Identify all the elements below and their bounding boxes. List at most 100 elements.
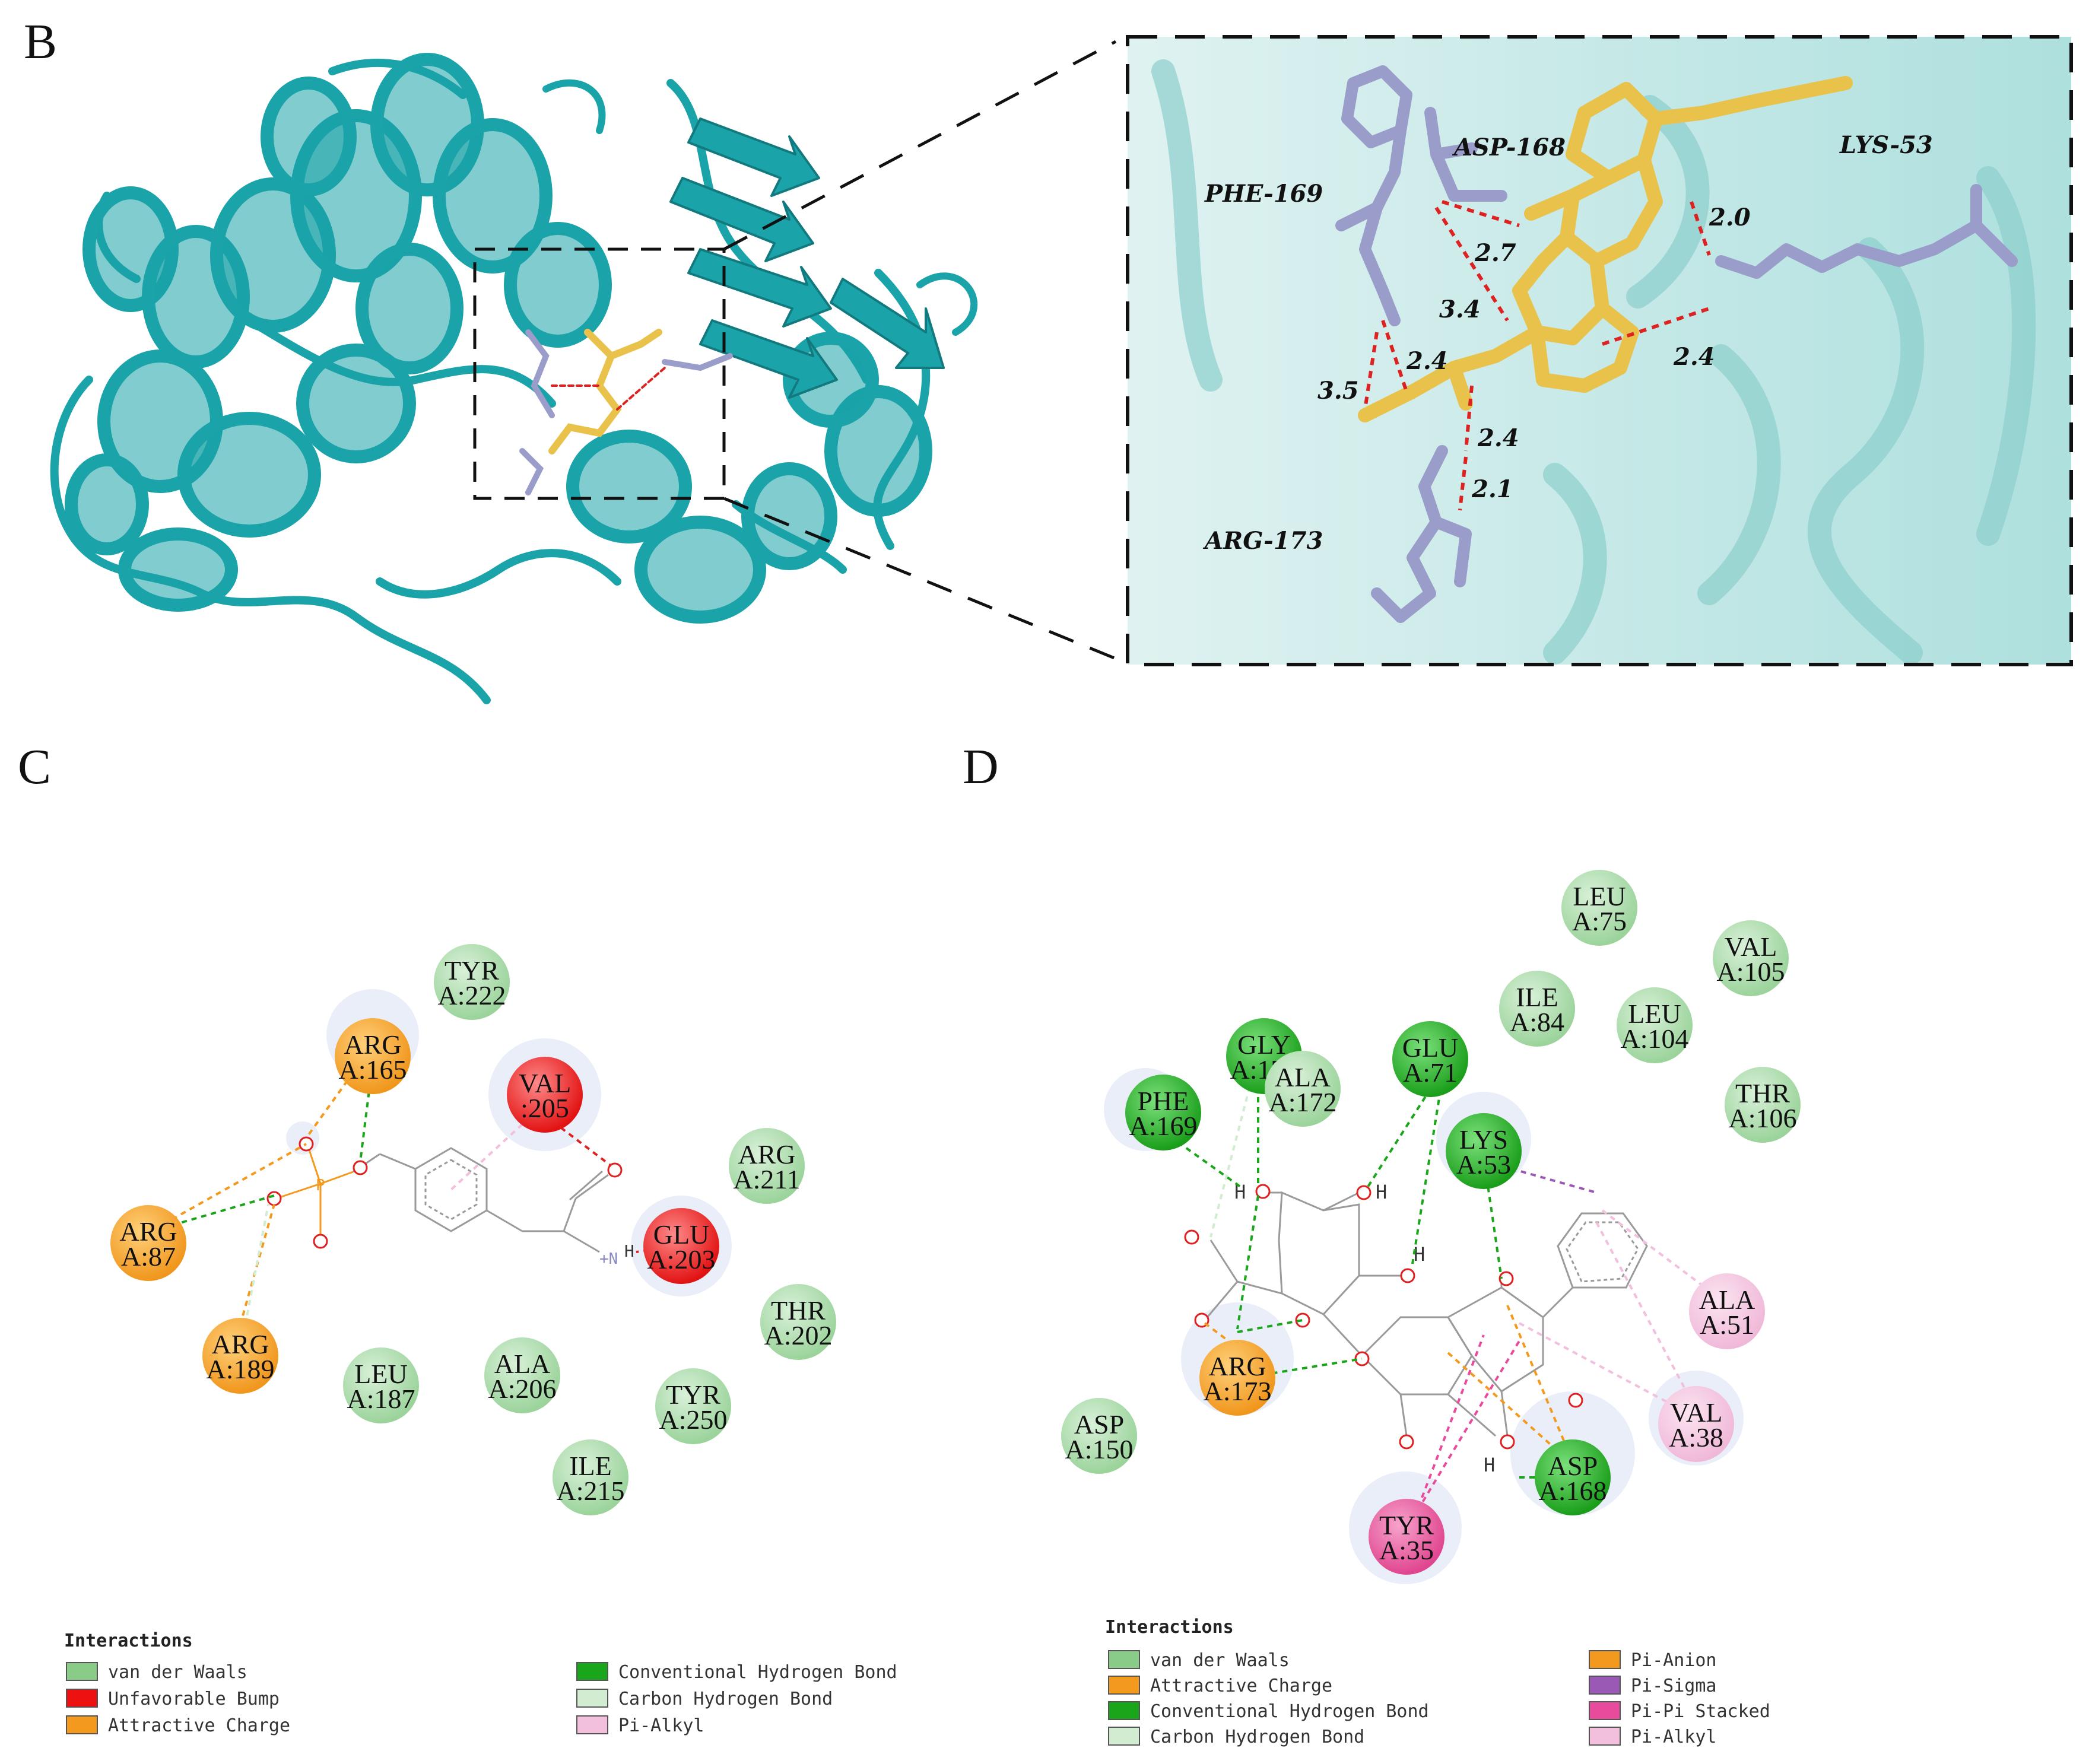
residue-name: VAL bbox=[519, 1068, 572, 1098]
legend-item: Carbon Hydrogen Bond bbox=[1108, 1727, 1364, 1747]
residue-number: A:105 bbox=[1717, 956, 1785, 987]
residue-name: ALA bbox=[1699, 1285, 1755, 1315]
distance-label: 2.1 bbox=[1471, 475, 1513, 503]
residue-disc bbox=[507, 1057, 583, 1133]
residue-number: A:75 bbox=[1572, 906, 1627, 936]
legend-item: Pi-Alkyl bbox=[576, 1715, 704, 1736]
residue-name: ALA bbox=[494, 1349, 551, 1379]
residue-number: A:250 bbox=[659, 1404, 728, 1435]
residue-name: ASP bbox=[1074, 1409, 1124, 1439]
residue-number: A:35 bbox=[1379, 1535, 1434, 1565]
panel-label-c: C bbox=[18, 739, 51, 794]
legend-label: Attractive Charge bbox=[1150, 1676, 1332, 1696]
legend-label: Attractive Charge bbox=[108, 1715, 290, 1736]
residue-number: A:84 bbox=[1510, 1007, 1564, 1037]
residue-name: GLU bbox=[1402, 1032, 1459, 1063]
legend-item: Conventional Hydrogen Bond bbox=[576, 1662, 897, 1683]
panel-label-d: D bbox=[963, 739, 999, 794]
legend-swatch bbox=[1589, 1727, 1621, 1746]
residue-disc bbox=[760, 1284, 836, 1360]
residue-number: A:206 bbox=[488, 1374, 557, 1404]
residue-disc bbox=[1725, 1067, 1801, 1143]
distance-label: 2.4 bbox=[1673, 343, 1715, 371]
residue-number: A:87 bbox=[121, 1241, 176, 1272]
residue-number: A:215 bbox=[557, 1476, 625, 1506]
legend-swatch bbox=[1589, 1650, 1621, 1669]
residue-number: A:165 bbox=[339, 1054, 407, 1085]
legend-label: Conventional Hydrogen Bond bbox=[1150, 1701, 1429, 1722]
residue-name: VAL bbox=[1725, 932, 1777, 962]
residue-disc bbox=[1561, 870, 1637, 946]
legend-label: van der Waals bbox=[108, 1662, 247, 1683]
legend-label: Carbon Hydrogen Bond bbox=[1150, 1727, 1364, 1747]
residue-disc bbox=[1199, 1340, 1275, 1416]
legend-item: Pi-Alkyl bbox=[1589, 1727, 1717, 1747]
zoom-panel: ASP-168 LYS-53 PHE-169 ARG-173 2.7 3.4 2… bbox=[1126, 35, 2073, 666]
residue-number: A:189 bbox=[207, 1354, 275, 1384]
legend-label: Conventional Hydrogen Bond bbox=[618, 1662, 897, 1683]
legend-label: van der Waals bbox=[1150, 1650, 1290, 1671]
residue-disc bbox=[1617, 987, 1693, 1063]
residue-number: A:211 bbox=[733, 1164, 800, 1194]
residue-disc bbox=[1535, 1439, 1611, 1515]
legend-label: Pi-Sigma bbox=[1631, 1676, 1717, 1696]
label-phe-169: PHE-169 bbox=[1204, 180, 1323, 208]
residue-disc bbox=[110, 1205, 186, 1281]
binding-site-mini bbox=[519, 329, 733, 495]
panel-label-b: B bbox=[24, 14, 57, 69]
residue-disc bbox=[343, 1347, 419, 1423]
residue-name: LEU bbox=[1628, 999, 1681, 1029]
residue-name: GLY bbox=[1237, 1029, 1291, 1060]
residue-number: A:173 bbox=[1204, 1376, 1272, 1406]
legend-swatch bbox=[66, 1715, 98, 1734]
residue-name: TYR bbox=[445, 955, 499, 986]
legend-item: van der Waals bbox=[1108, 1650, 1290, 1671]
residue-name: THR bbox=[1735, 1078, 1790, 1108]
legend-label: Pi-Anion bbox=[1631, 1650, 1717, 1671]
legend-item: Attractive Charge bbox=[66, 1715, 290, 1736]
residue-number: A:71 bbox=[1403, 1057, 1458, 1088]
residue-disc bbox=[1061, 1398, 1137, 1474]
residue-disc bbox=[1125, 1075, 1201, 1150]
legend-swatch bbox=[1589, 1676, 1621, 1695]
legend-label: Pi-Alkyl bbox=[1631, 1727, 1717, 1747]
distance-label: 2.4 bbox=[1477, 424, 1519, 452]
distance-label: 2.7 bbox=[1474, 239, 1516, 267]
legend-swatch bbox=[1108, 1701, 1140, 1720]
residue-disc bbox=[1392, 1021, 1468, 1097]
label-lys-53: LYS-53 bbox=[1839, 131, 1933, 159]
legend-swatch bbox=[66, 1689, 98, 1708]
residue-name: ILE bbox=[1516, 982, 1558, 1012]
legend-title: Interactions bbox=[64, 1630, 193, 1651]
residue-name: ARG bbox=[211, 1329, 269, 1359]
legend-title: Interactions bbox=[1105, 1617, 1234, 1638]
legend-item: Pi-Sigma bbox=[1589, 1676, 1717, 1696]
residue-name: TYR bbox=[666, 1380, 720, 1410]
atom-label-h: H bbox=[1414, 1243, 1425, 1266]
residue-name: PHE bbox=[1138, 1086, 1189, 1116]
residue-name: TYR bbox=[1379, 1510, 1434, 1540]
panel-c-diagram: P H +N bbox=[172, 989, 732, 1336]
distance-lines bbox=[1363, 200, 1711, 511]
residue-number: A:172 bbox=[1269, 1087, 1337, 1117]
residue-number: A:169 bbox=[1129, 1111, 1198, 1141]
legend-swatch bbox=[66, 1662, 98, 1681]
residue-disc bbox=[202, 1318, 278, 1394]
residue-name: GLU bbox=[653, 1219, 710, 1250]
residue-disc bbox=[335, 1018, 411, 1094]
residue-name: ILE bbox=[569, 1451, 612, 1481]
